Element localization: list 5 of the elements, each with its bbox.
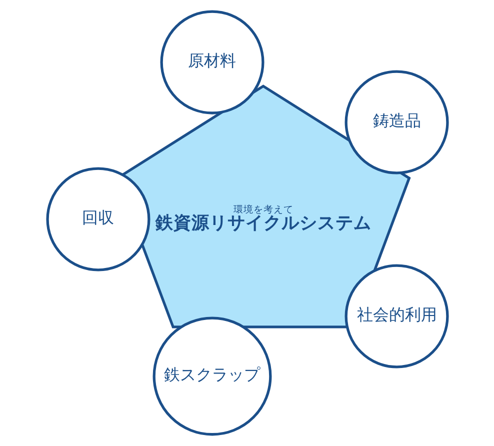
node-circle: 鉄スクラップ [152, 316, 272, 436]
node-circle: 社会的利用 [344, 264, 448, 368]
node-circle: 鋳造品 [344, 70, 448, 174]
node-circle: 回収 [46, 167, 150, 272]
node-circle: 原材料 [160, 10, 264, 114]
